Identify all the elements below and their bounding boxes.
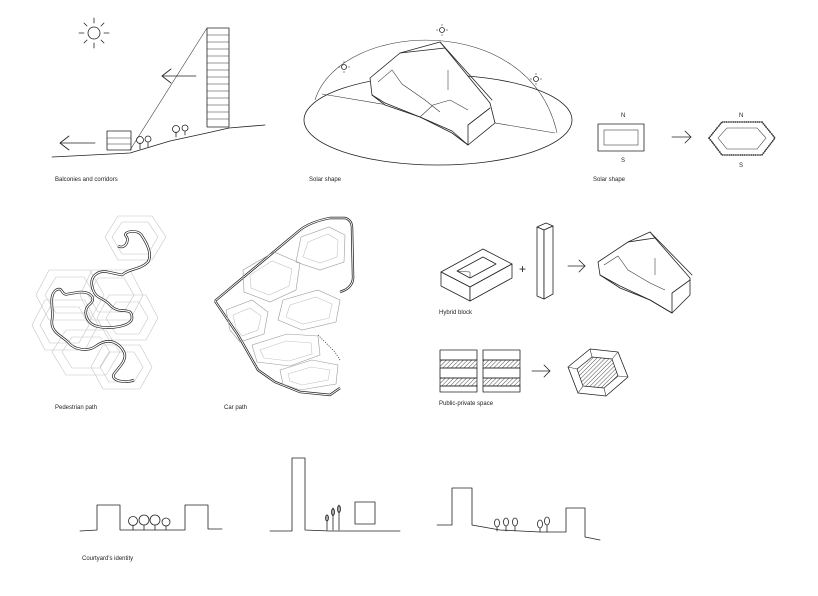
block-with-hole (440, 248, 513, 302)
tree-icon (128, 514, 171, 531)
plus-sign: + (519, 262, 526, 276)
south-label-1: S (621, 158, 625, 164)
tree-icon (325, 504, 341, 531)
caption-car-path: Car path (224, 405, 248, 411)
caption-pedestrian-path: Pedestrian path (55, 405, 98, 411)
arrow-left-icon (59, 135, 96, 151)
caption-solar-shape-plan: Solar shape (593, 177, 626, 183)
slope-line (129, 27, 208, 151)
caption-balconies: Balconies and corridors (55, 177, 118, 183)
caption-hybrid-block: Hybrid block (439, 310, 473, 316)
arrow-right-icon (531, 364, 551, 378)
arrow-right-icon (671, 130, 692, 144)
public-private-diagram (439, 348, 629, 397)
column-block (536, 222, 554, 300)
sun-icon (338, 61, 350, 73)
balconies-diagram (51, 17, 266, 158)
pedestrian-path-diagram (31, 215, 167, 390)
south-label-2: S (739, 163, 743, 169)
lower-block (106, 130, 132, 151)
sun-icon (78, 17, 110, 49)
north-label-2: N (739, 113, 743, 119)
car-path-diagram (214, 216, 355, 397)
open-hex-block (567, 348, 629, 397)
solar-dome-diagram (303, 24, 573, 166)
sun-icon (436, 24, 448, 36)
caption-public-private: Public-private space (439, 401, 494, 407)
courtyard-section-3 (436, 487, 601, 541)
solar-plan-diagram: N S N S (597, 113, 777, 169)
hybrid-block-diagram: + (440, 222, 693, 314)
arrow-right-icon (567, 259, 586, 273)
hybrid-result-block (597, 231, 693, 314)
courtyard-section-1 (79, 504, 223, 532)
courtyard-section-2 (269, 457, 401, 532)
caption-solar-shape-dome: Solar shape (309, 177, 342, 183)
arrow-left-icon (161, 68, 197, 84)
tower (206, 27, 230, 128)
path-inner (51, 230, 151, 383)
tree-icon (136, 124, 189, 150)
rect-block (597, 123, 645, 152)
caption-courtyard: Courtyard's identity (82, 556, 134, 562)
ground-line (51, 124, 266, 158)
sun-icon (530, 73, 542, 85)
solar-block (369, 41, 496, 146)
tree-icon (494, 516, 550, 533)
north-label-1: N (621, 113, 625, 119)
